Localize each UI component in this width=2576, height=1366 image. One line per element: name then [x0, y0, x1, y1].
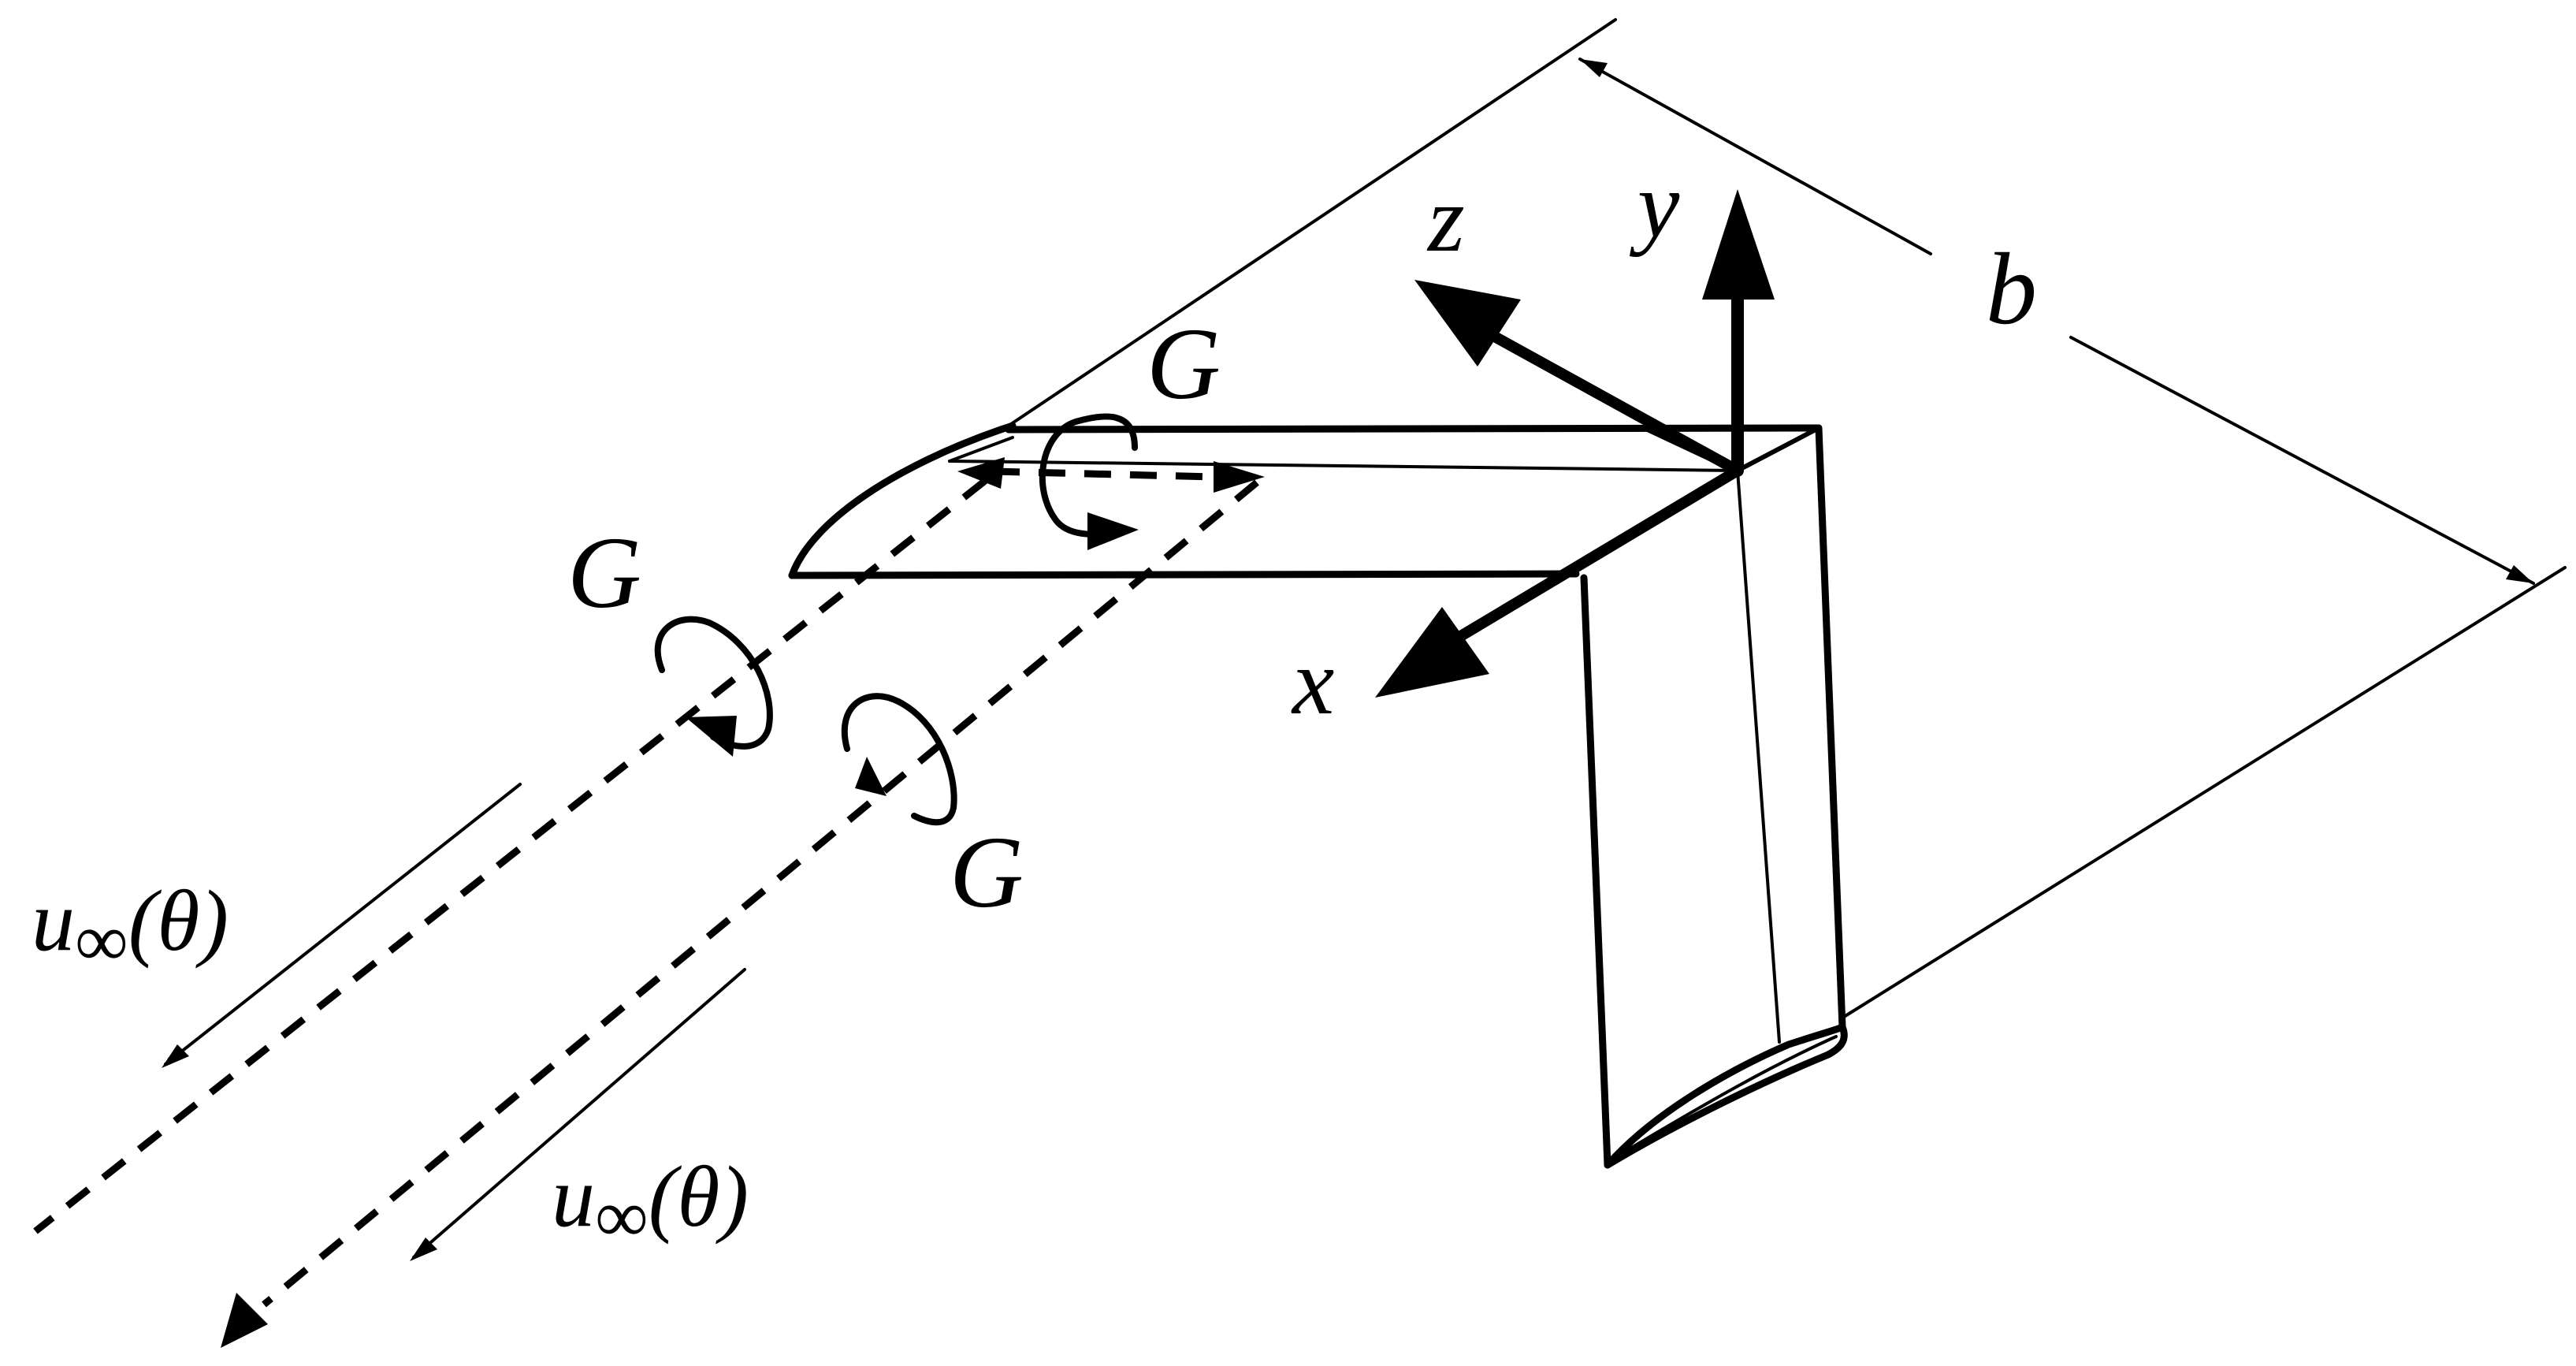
span-arrowhead-upper: [1580, 59, 1608, 77]
span-extension-bottom: [1842, 566, 2567, 1018]
circulation-top-arrow: [1087, 512, 1139, 550]
freestream-arrowhead-left: [162, 1044, 189, 1068]
span-dimension: b: [1007, 18, 2567, 1018]
wing-leading-top: [948, 436, 1014, 463]
vortex-bound-arrow-right: [1214, 461, 1265, 493]
circulation-right-label: G: [950, 816, 1024, 929]
circulation-left-loop: [654, 616, 773, 750]
span-arrowhead-lower: [2506, 565, 2533, 583]
vortex-trailing-upper: [33, 478, 987, 1234]
freestream-arrow-left: [164, 783, 522, 1066]
wing-top-inner-edge: [948, 460, 1739, 472]
vwing-left-edge: [1580, 574, 1611, 1169]
x-axis-line: [1454, 465, 1743, 642]
u-inf-right-symbol: u: [552, 1148, 595, 1245]
span-dim-line-lower: [2069, 336, 2535, 585]
wing-tip-right-top: [1735, 426, 1821, 473]
circulation-left-label: G: [567, 516, 641, 630]
wing-bottom-edge: [788, 570, 1580, 579]
u-inf-left-label: u∞(θ): [32, 873, 229, 982]
z-axis-label: z: [1426, 166, 1465, 271]
u-inf-left-arg: (θ): [128, 873, 229, 969]
z-axis-line: [1486, 329, 1743, 476]
vortex-bound-arrow-left: [957, 457, 1005, 489]
x-axis-arrowhead: [1375, 607, 1489, 698]
vortex-trailing-lower-arrowhead: [221, 1293, 268, 1348]
vortex-trailing-lower: [262, 479, 1259, 1308]
circulation-loops: G G G: [567, 307, 1221, 929]
vwing-tip-chord: [1622, 1035, 1838, 1154]
vortex-lines: [33, 457, 1265, 1348]
u-inf-right-arg: (θ): [649, 1148, 749, 1245]
circulation-right-arrow: [855, 757, 887, 796]
freestream-arrows: u∞(θ) u∞(θ): [32, 783, 749, 1261]
span-extension-top: [1007, 18, 1617, 427]
vwing-middle-edge: [1736, 469, 1781, 1044]
coordinate-axes: y z x: [1291, 152, 1775, 734]
circulation-top-loop: [1039, 413, 1138, 538]
freestream-arrow-right: [412, 968, 746, 1259]
span-label: b: [1986, 233, 2037, 346]
vwing-right-edge: [1815, 424, 1846, 1031]
u-inf-left-symbol: u: [32, 873, 75, 969]
circulation-left-arrow: [686, 716, 737, 757]
u-inf-right-subscript: ∞: [595, 1174, 649, 1258]
z-axis-arrowhead: [1414, 280, 1521, 367]
circulation-right-loop: [841, 693, 957, 826]
wing-root-airfoil: [788, 422, 1017, 579]
u-inf-right-label: u∞(θ): [552, 1148, 749, 1258]
freestream-arrowhead-right: [410, 1238, 437, 1261]
u-inf-left-subscript: ∞: [75, 899, 128, 982]
circulation-top-label: G: [1147, 307, 1221, 421]
vwing-tip-airfoil: [1604, 1023, 1848, 1169]
vertical-wing: [1580, 424, 1848, 1169]
y-axis-label: y: [1629, 152, 1680, 257]
span-dim-line-upper: [1578, 58, 1932, 255]
x-axis-label: x: [1291, 629, 1334, 734]
y-axis-arrowhead: [1702, 189, 1775, 300]
horizontal-wing: [788, 422, 1823, 579]
wing-top-edge: [1005, 424, 1823, 434]
vortex-bound-segment: [992, 467, 1214, 481]
